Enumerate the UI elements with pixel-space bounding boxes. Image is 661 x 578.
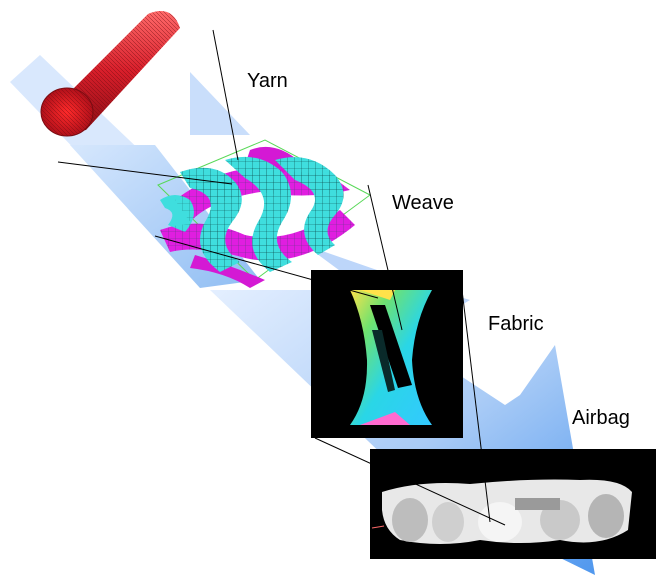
label-yarn: Yarn [247,70,288,92]
label-weave: Weave [392,192,454,214]
label-fabric: Fabric [488,313,544,335]
connector-weave-fabric-left [154,235,379,299]
arrow-segment-2 [190,72,250,135]
yarn-cylinder-icon [40,11,180,137]
connector-yarn-weave-right [212,29,239,161]
connector-fabric-airbag-top [461,289,491,523]
label-airbag: Airbag [572,407,630,429]
connector-weave-fabric-top [367,184,403,331]
weave-mesh-icon [157,139,371,288]
airbag-render-icon [370,449,656,559]
connector-yarn-weave-left [57,161,233,185]
connector-fabric-airbag-left [314,437,506,526]
fabric-stress-map-icon [311,270,463,438]
connector-lines [57,29,506,526]
